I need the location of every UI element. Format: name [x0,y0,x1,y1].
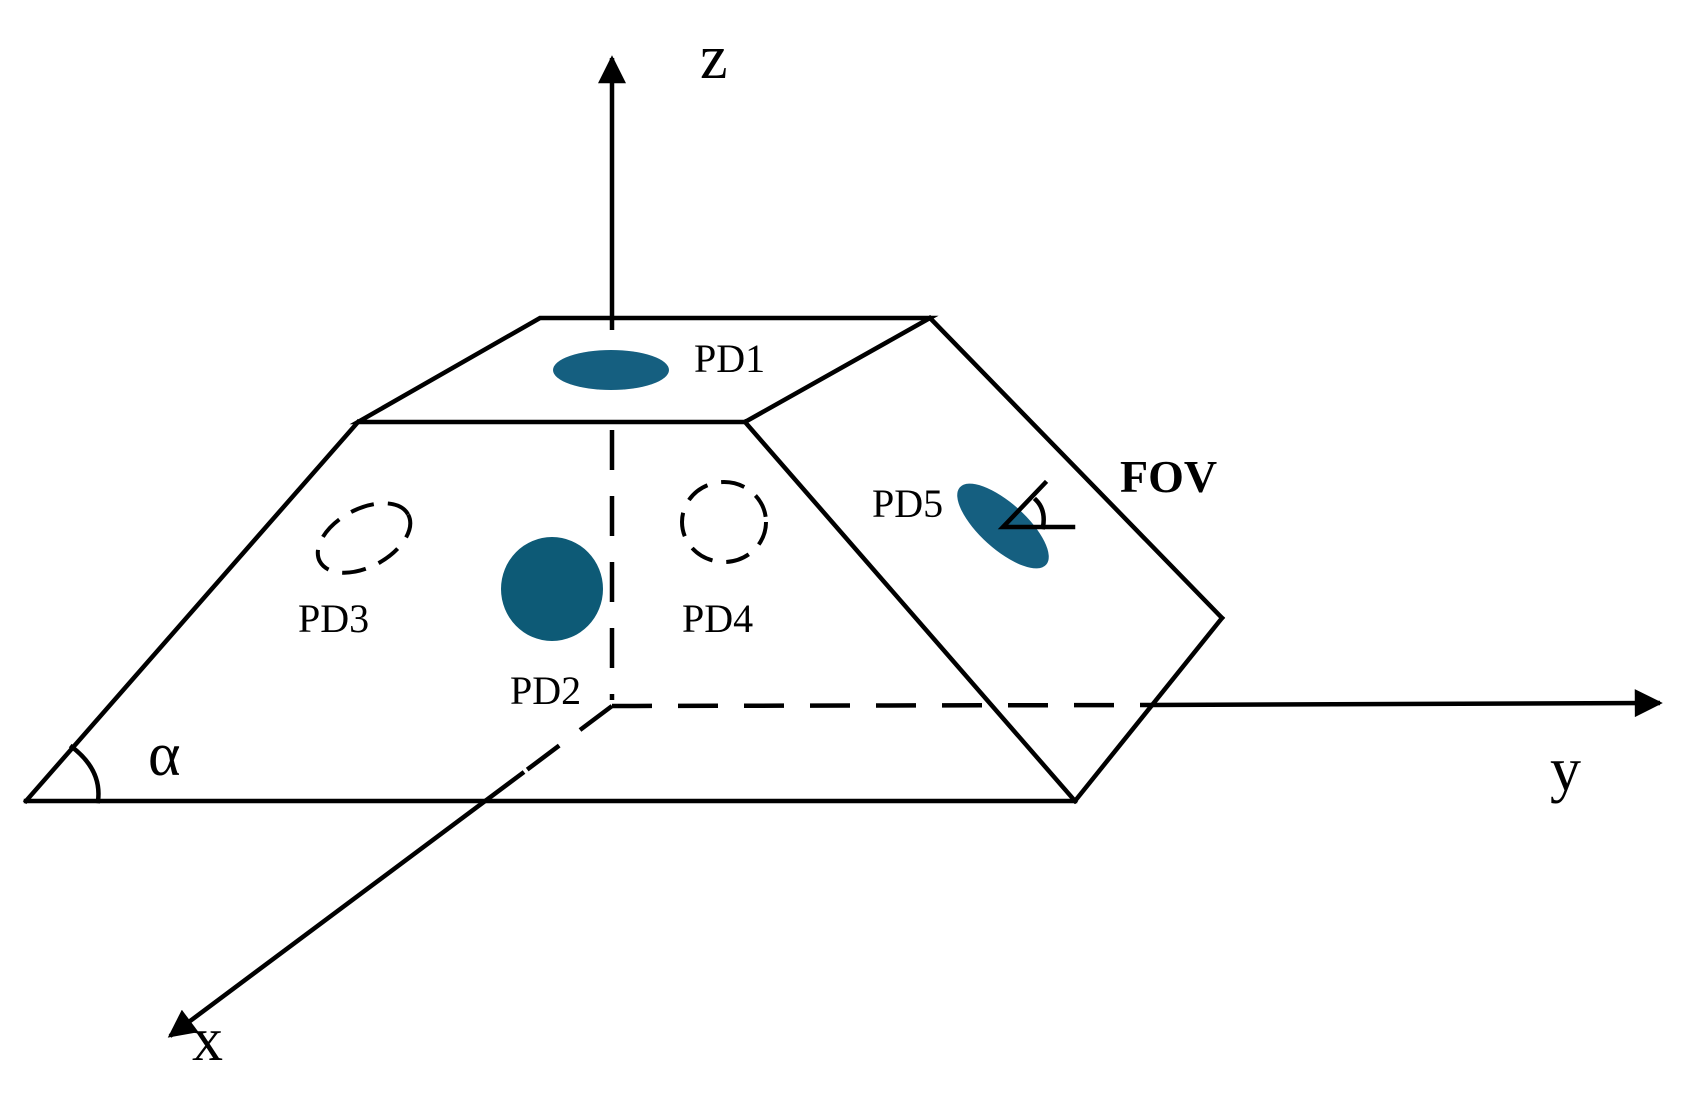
fov-label: FOV [1120,451,1217,502]
pd1-detector [553,350,669,390]
pd4-detector [680,480,768,564]
fov-angle-arc [1032,496,1046,530]
front-right-edge [741,418,1079,805]
pd4-label: PD4 [682,596,753,641]
back-right-edge [926,314,1226,622]
x-axis-hidden [522,704,614,774]
pd5-label: PD5 [872,481,943,526]
pd1-label: PD1 [694,336,765,381]
base-right-edge [1071,614,1226,805]
z-axis-label: z [700,24,728,92]
pd2-detector [501,537,603,641]
pd2-label: PD2 [510,668,581,713]
y-axis-hidden [611,702,1151,709]
front-left-edge [22,418,362,805]
fov-angle-marker [997,479,1076,530]
x-axis [167,770,526,1038]
alpha-arc [68,743,101,804]
y-axis [1149,689,1663,718]
pd3-detector [315,501,413,575]
pd3-label: PD3 [298,596,369,641]
y-axis-label: y [1550,736,1581,804]
alpha-label: α [148,721,180,789]
x-axis-label: x [192,1006,223,1074]
